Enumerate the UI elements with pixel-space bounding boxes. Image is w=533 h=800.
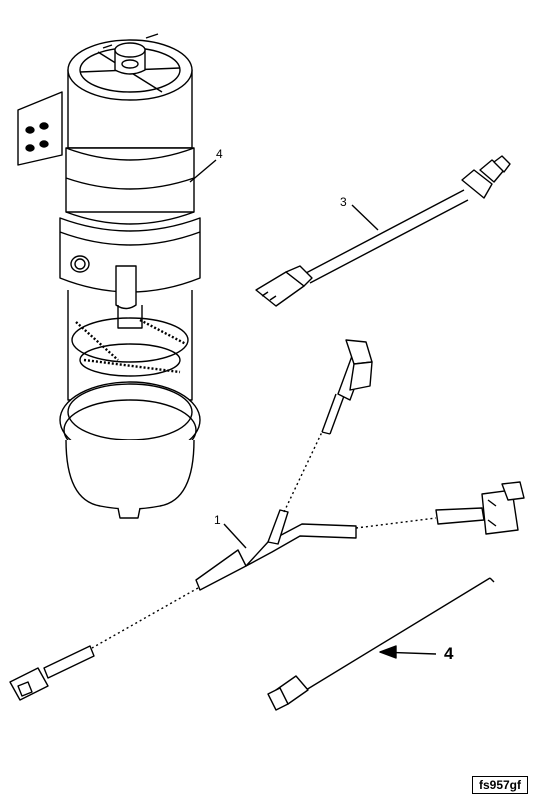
fuel-filter-housing — [17, 33, 201, 519]
callout-sensor: 3 — [340, 195, 347, 209]
wiring-harness — [9, 339, 525, 701]
leader-filter — [189, 159, 217, 183]
callout-wire-lead: 4 — [444, 644, 454, 663]
leader-arrow — [379, 645, 397, 659]
callout-filter-housing: 4 — [216, 147, 223, 161]
wire-lead — [267, 577, 495, 711]
leader-harness — [223, 523, 247, 549]
mounting-bracket — [17, 91, 63, 166]
figure-id-label: fs957gf — [472, 776, 528, 794]
callout-harness: 1 — [214, 513, 221, 527]
leader-sensor — [351, 204, 379, 231]
water-in-fuel-sensor — [255, 155, 511, 307]
